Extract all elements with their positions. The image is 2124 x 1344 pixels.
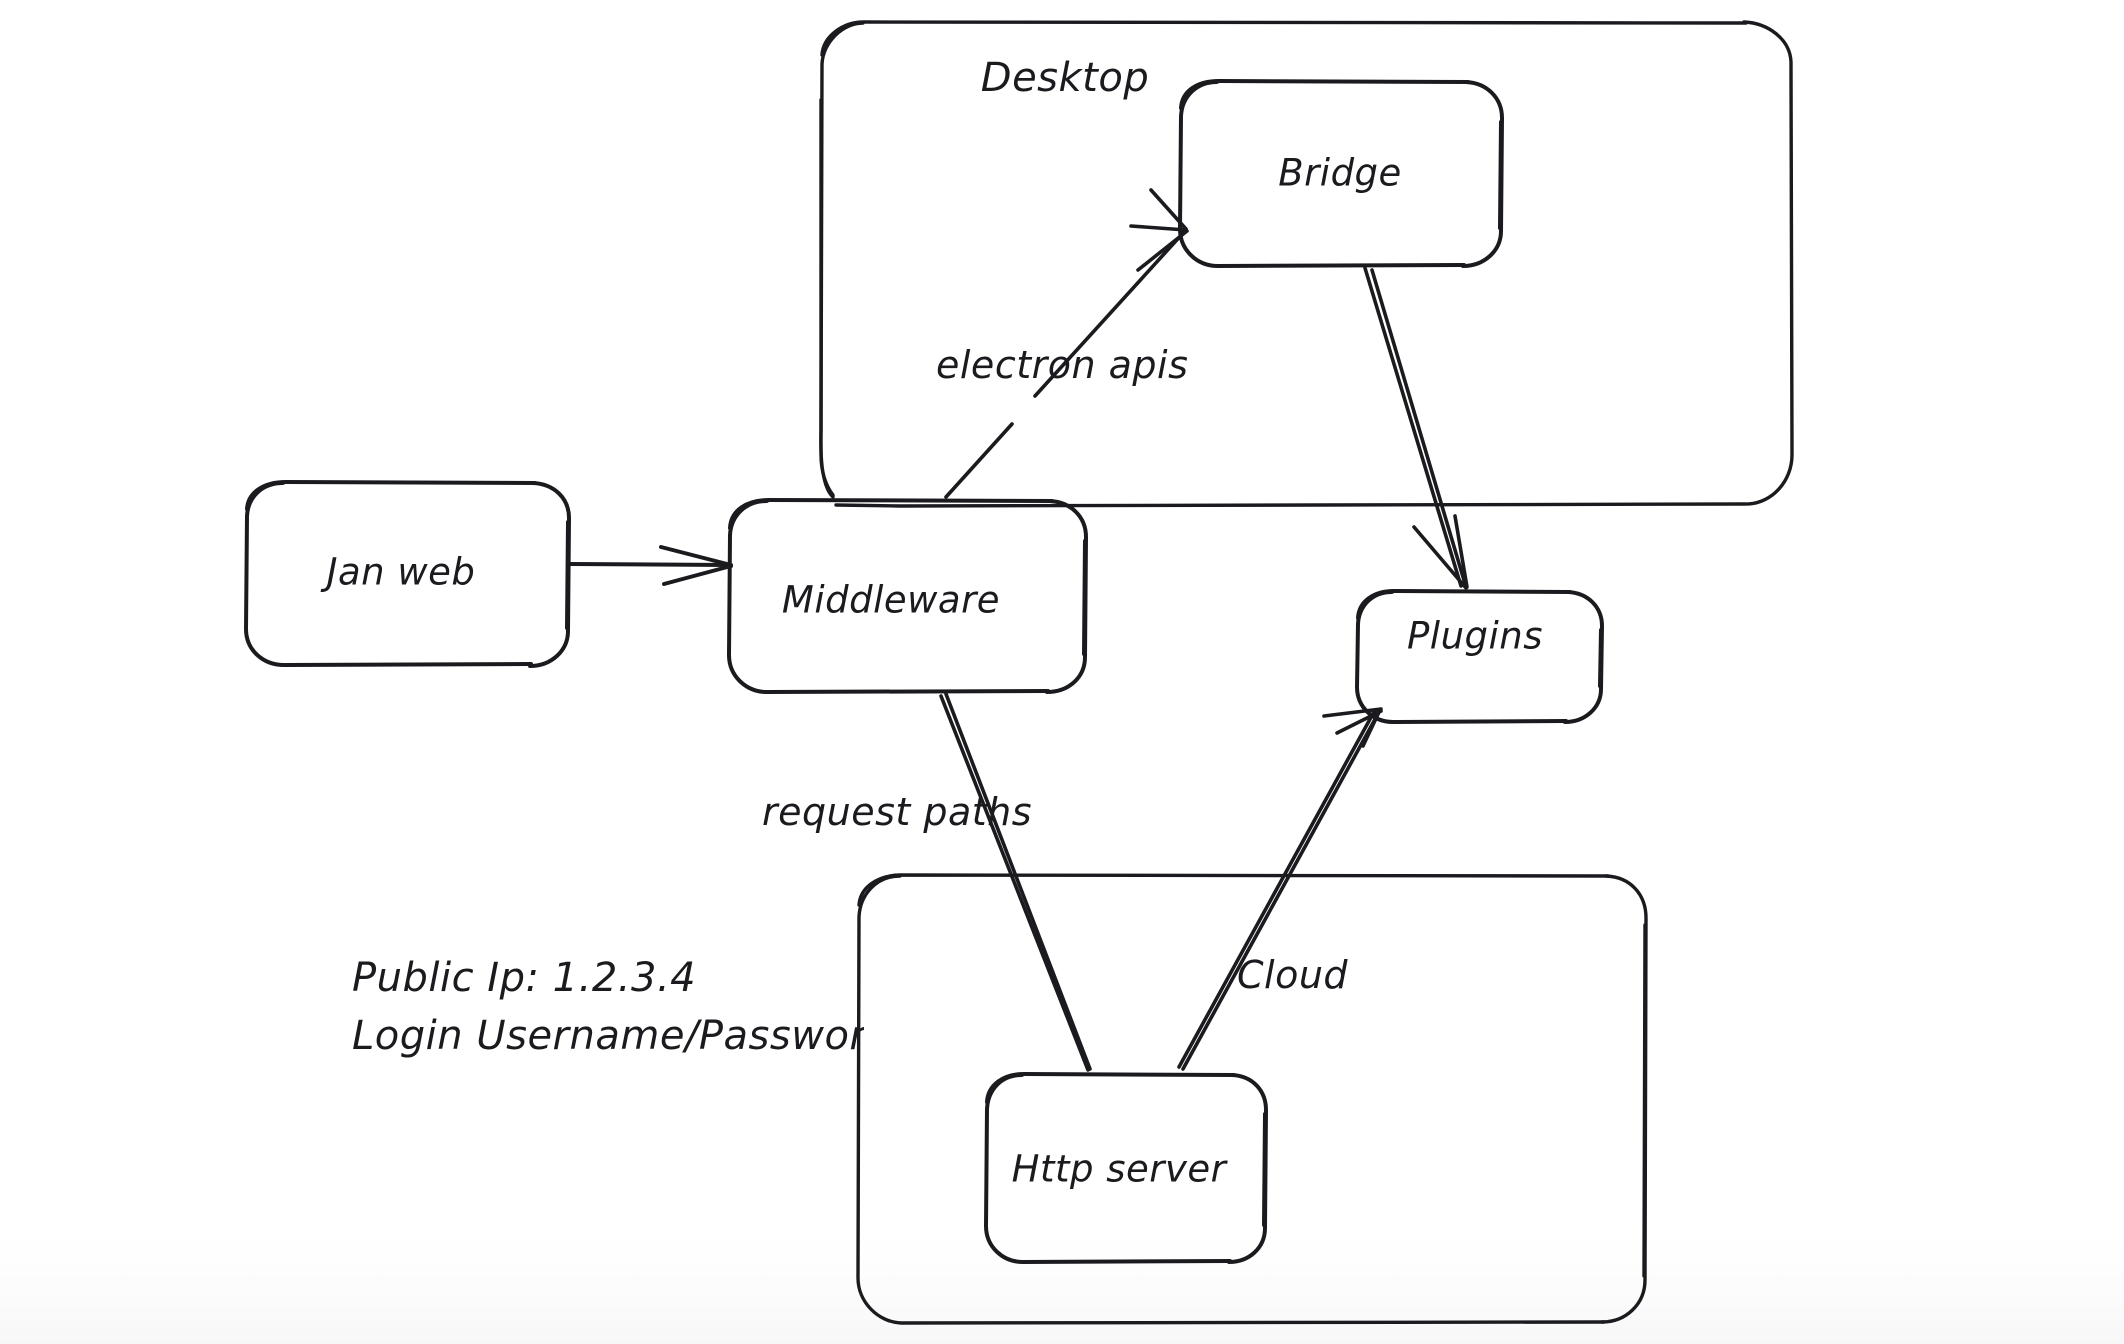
group-cloud-outline: [856, 873, 1648, 1325]
edge-middleware-to-bridge: [944, 188, 1189, 499]
edge-label-electron-apis: electron apis: [936, 343, 1189, 387]
group-label-desktop: Desktop: [980, 55, 1150, 101]
edge-httpserver-to-middleware: [939, 692, 1092, 1072]
node-label-jan-web: Jan web: [326, 550, 476, 594]
node-httpserver-outline: [984, 1072, 1268, 1264]
notes-block: Public Ip: 1.2.3.4 Login Username/Passwo…: [352, 955, 864, 1080]
node-middleware-outline: [727, 498, 1088, 694]
edge-janweb-to-middleware: [568, 545, 733, 586]
group-desktop-outline: [819, 20, 1794, 508]
note-login-credentials: Login Username/Password: [352, 1013, 864, 1059]
node-label-bridge: Bridge: [1278, 151, 1402, 195]
edge-label-cloud: Cloud: [1237, 953, 1349, 997]
node-plugins-outline: [1355, 589, 1604, 724]
node-janweb-outline: [244, 480, 571, 668]
edge-bridge-to-plugins: [1363, 266, 1469, 590]
edge-label-request-paths: request paths: [762, 790, 1033, 834]
edge-httpserver-to-plugins: [1177, 707, 1383, 1071]
node-label-middleware: Middleware: [781, 578, 1001, 622]
node-label-http-server: Http server: [1011, 1147, 1227, 1191]
node-label-plugins: Plugins: [1406, 614, 1544, 658]
note-public-ip: Public Ip: 1.2.3.4: [352, 955, 697, 1001]
